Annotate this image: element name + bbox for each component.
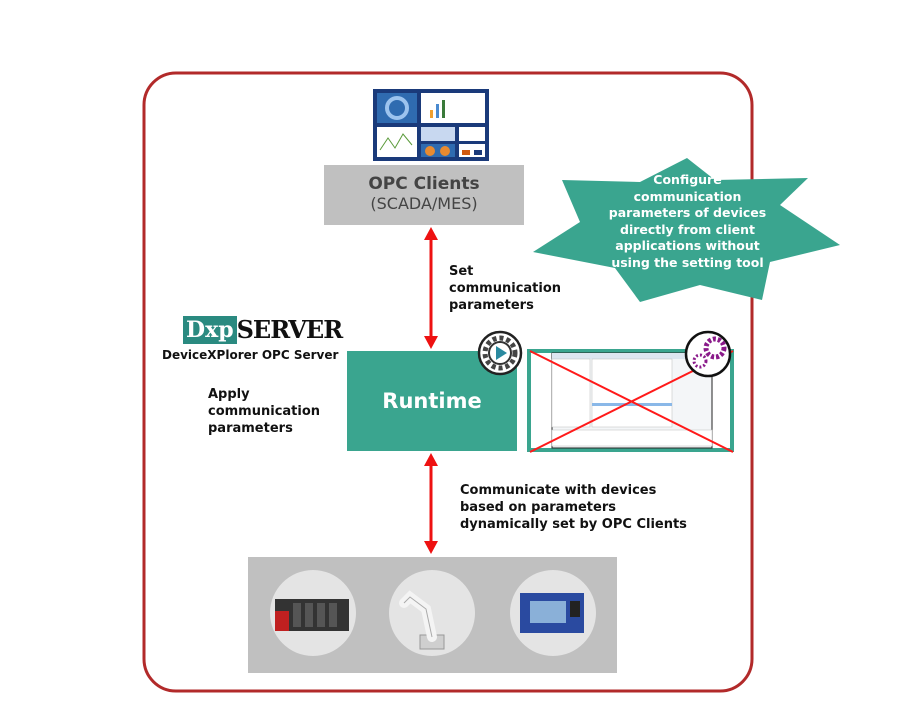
runtime-label: Runtime — [382, 389, 482, 413]
callout-starburst — [533, 158, 840, 302]
dashboard-icon — [373, 89, 489, 161]
arrow-runtime-devices — [424, 453, 438, 554]
system-frame — [142, 71, 754, 693]
opc-clients-box: OPC Clients (SCADA/MES) — [324, 165, 524, 225]
devices-box — [248, 557, 617, 673]
logo-subtitle: DeviceXPlorer OPC Server — [162, 348, 339, 362]
gears-icon — [684, 330, 732, 378]
opc-clients-title: OPC Clients — [368, 174, 480, 194]
robot-arm-icon — [389, 570, 475, 656]
opc-clients-subtitle: (SCADA/MES) — [370, 194, 478, 213]
machine-tool-icon — [510, 570, 596, 656]
arrow-clients-runtime — [424, 227, 438, 349]
plc-icon — [270, 570, 356, 656]
play-gear-icon — [477, 330, 523, 376]
